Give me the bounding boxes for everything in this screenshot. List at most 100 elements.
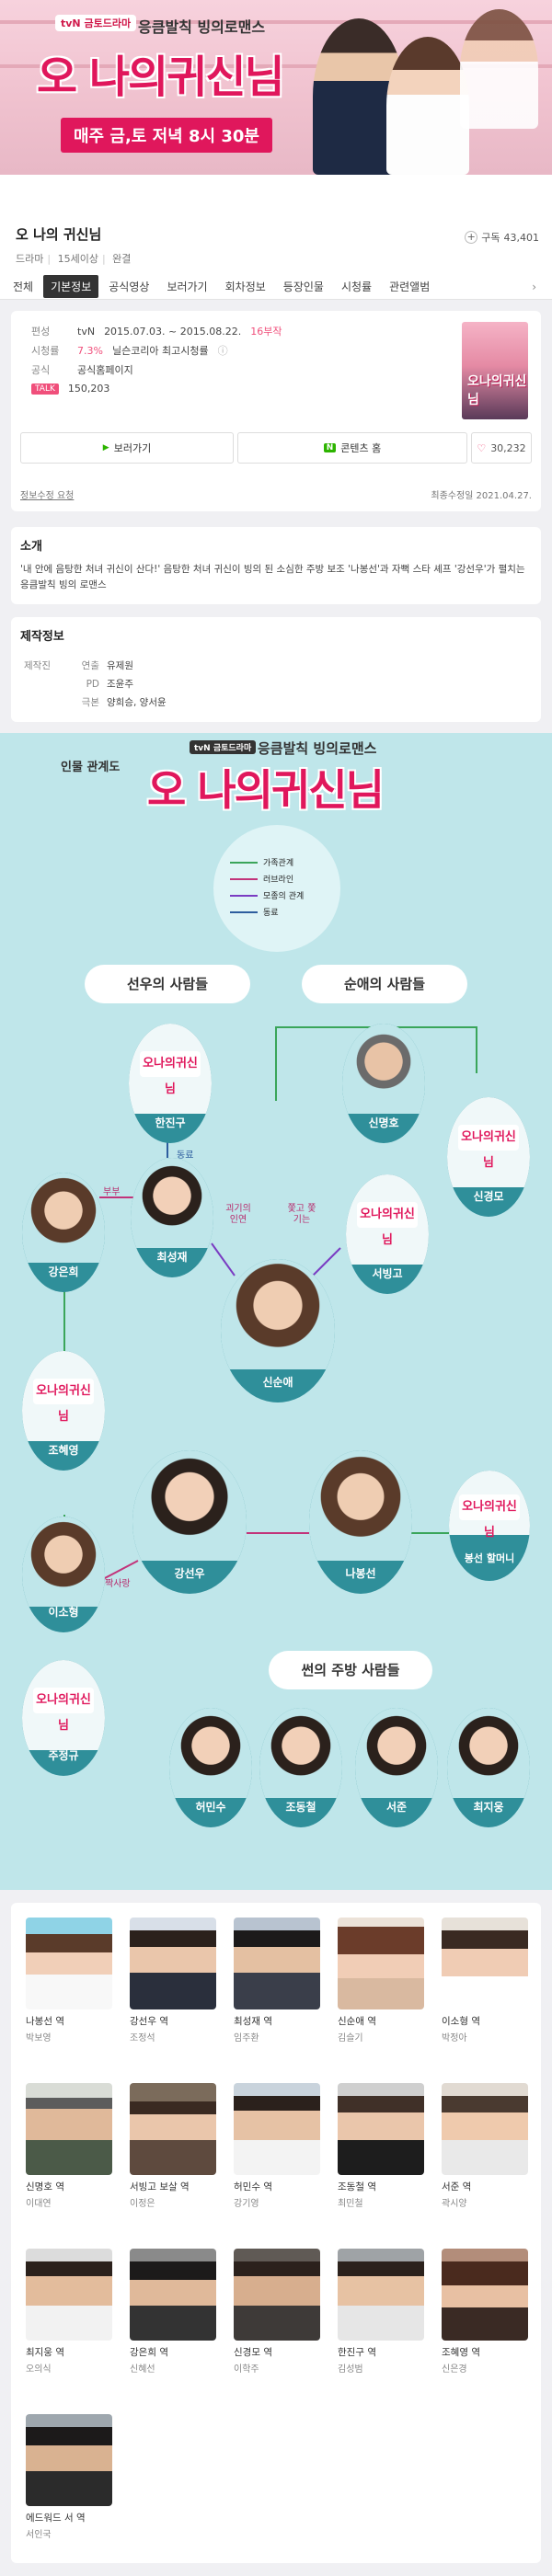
subscribe-button[interactable]: + 구독 43,401: [465, 230, 539, 245]
person-leesohyung[interactable]: 이소형: [22, 1517, 105, 1632]
person-bongsun-grandma[interactable]: 오나의귀신님 봉선 할머니: [449, 1471, 530, 1581]
cast-actor: 임주환: [234, 2033, 259, 2044]
like-count: 30,232: [490, 441, 526, 454]
staff-name-link[interactable]: 양희승, 양서윤: [107, 697, 167, 708]
naver-n-icon: N: [323, 443, 337, 452]
tab-all[interactable]: 전체: [13, 280, 34, 293]
person-shinmyungho[interactable]: 신명호: [342, 1024, 425, 1143]
person-heominsu[interactable]: 허민수: [169, 1708, 252, 1827]
cast-role: 강선우 역: [130, 2016, 168, 2027]
talk-count: 150,203: [67, 383, 110, 395]
report-info-link[interactable]: 정보수정 요청: [20, 491, 75, 501]
cast-actor: 강기영: [234, 2199, 259, 2209]
tab-episodes[interactable]: 회차정보: [224, 280, 266, 293]
person-jodongchul[interactable]: 조동철: [259, 1708, 342, 1827]
drama-poster[interactable]: 오나의귀신님: [462, 322, 528, 419]
legend-item: 러브라인: [230, 873, 293, 885]
person-name: 나봉선: [345, 1567, 376, 1580]
staff-name-link[interactable]: 조윤주: [107, 679, 133, 690]
person-kangsunwoo[interactable]: 강선우: [132, 1450, 247, 1594]
relation-label-colleague: 동료: [177, 1151, 194, 1161]
banner-subtitle: 응큼발칙 빙의로맨스: [138, 18, 266, 36]
action-buttons: ▶ 보러가기 N 콘텐츠 홈 ♡ 30,232: [20, 432, 532, 464]
watch-button-label: 보러가기: [113, 442, 152, 454]
cast-actor: 최민철: [338, 2199, 363, 2209]
group-sunae: 순애의 사람들: [302, 965, 467, 1003]
cast-photo: [234, 1918, 320, 2009]
person-shinsunae[interactable]: 신순애: [221, 1259, 335, 1402]
person-choijigong[interactable]: 최지웅: [447, 1708, 530, 1827]
chevron-right-icon[interactable]: ›: [532, 280, 536, 293]
person-jujeonggyu[interactable]: 오나의귀신님 주정규: [22, 1660, 105, 1776]
person-nabongsun[interactable]: 나봉선: [309, 1450, 412, 1594]
cast-actor: 박정아: [442, 2033, 467, 2044]
legend-label: 모종의 관계: [263, 892, 305, 901]
person-name: 신명호: [368, 1116, 399, 1129]
legend-item: 동료: [230, 906, 279, 918]
person-name: 조혜영: [48, 1444, 79, 1457]
group-sunwoo: 선우의 사람들: [85, 965, 250, 1003]
placeholder-logo: 오나의귀신님: [33, 1379, 94, 1424]
relation-label-fate: 괴기의 인연: [225, 1204, 251, 1225]
episode-count[interactable]: 16부작: [250, 326, 282, 338]
person-name: 조동철: [285, 1801, 316, 1814]
tab-watch[interactable]: 보러가기: [167, 280, 208, 293]
talk-row[interactable]: TALK 150,203: [31, 383, 109, 395]
relation-label-couple: 부부: [103, 1187, 121, 1197]
person-shingyeongmo[interactable]: 오나의귀신님 신경모: [447, 1097, 530, 1217]
tab-albums[interactable]: 관련앨범: [389, 280, 431, 293]
cast-photo: [130, 2249, 216, 2341]
cast-photo: [26, 1918, 112, 2009]
person-johyeyoung[interactable]: 오나의귀신님 조혜영: [22, 1351, 105, 1471]
tab-basic-info[interactable]: 기본정보: [43, 275, 99, 298]
cast-photo: [338, 2083, 424, 2175]
tab-characters[interactable]: 등장인물: [282, 280, 324, 293]
talk-badge: TALK: [31, 383, 59, 395]
person-choisungjae[interactable]: 최성재: [131, 1158, 213, 1277]
banner-ghost-image: [460, 9, 538, 129]
watch-button[interactable]: ▶ 보러가기: [20, 432, 234, 464]
relationship-map: 인물 관계도 tvN 금토드라마 응큼발칙 빙의로맨스 오 나의귀신님 가족관계…: [0, 733, 552, 1890]
subscribe-count: 43,401: [503, 231, 540, 244]
tab-ratings[interactable]: 시청률: [340, 280, 373, 293]
cast-actor: 이정은: [130, 2199, 155, 2209]
contents-home-button[interactable]: N 콘텐츠 홈: [237, 432, 467, 464]
cast-photo: [130, 2083, 216, 2175]
relationship-logo: 오 나의귀신님: [147, 765, 385, 815]
person-seobinggo[interactable]: 오나의귀신님 서빙고: [346, 1174, 429, 1294]
relation-label-chase: 쫓고 쫓기는: [287, 1204, 316, 1225]
cast-actor: 이대연: [26, 2199, 52, 2209]
official-homepage-link[interactable]: 공식홈페이지: [77, 364, 133, 376]
broadcast-period: 2015.07.03. ~ 2015.08.22.: [104, 325, 242, 338]
meta-age: 15세이상: [57, 253, 98, 265]
person-kangeunhui[interactable]: 강은희: [22, 1173, 105, 1292]
person-seojun[interactable]: 서준: [355, 1708, 438, 1827]
cast-actor: 서인국: [26, 2530, 52, 2540]
page-title: 오 나의 귀신님: [16, 226, 102, 243]
like-button[interactable]: ♡ 30,232: [471, 432, 532, 464]
info-circle-icon[interactable]: ⓘ: [217, 345, 228, 357]
staff-label: 제작진: [24, 660, 51, 671]
person-hanjingu[interactable]: 오나의귀신님 한진구: [129, 1024, 212, 1143]
tab-official-video[interactable]: 공식영상: [109, 280, 150, 293]
cast-actor: 김성범: [338, 2364, 363, 2375]
staff-name-link[interactable]: 유제원: [107, 660, 133, 671]
staff-role: 연출: [81, 660, 99, 671]
